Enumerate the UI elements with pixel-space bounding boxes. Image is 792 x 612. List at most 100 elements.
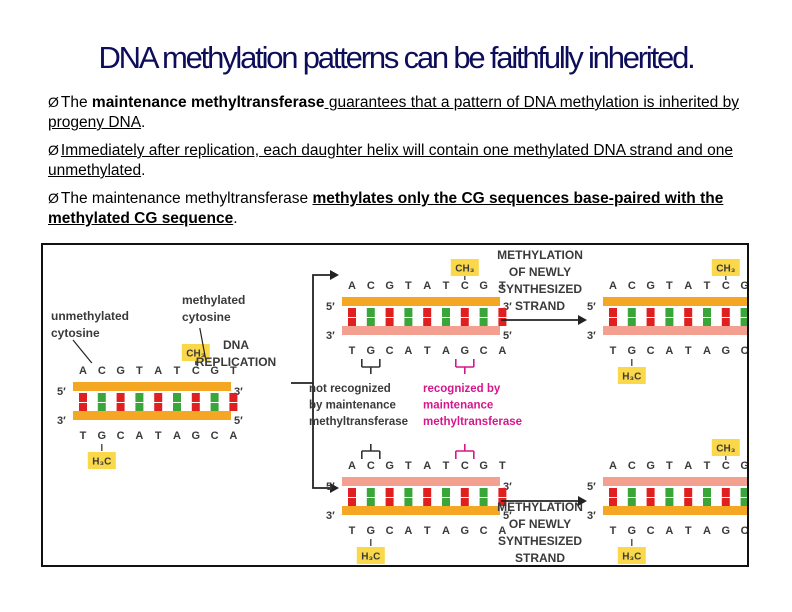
methylated-helix-upper-top-base: A [684, 280, 692, 292]
daughter-helix-upper-base-pair-rung [479, 318, 488, 326]
daughter-helix-lower-bottom-base: C [480, 525, 488, 537]
parental-helix-base-pair-rung [97, 393, 106, 402]
daughter-helix-upper-base-pair-rung [366, 308, 375, 317]
methylated-helix-upper-top-base: T [666, 280, 673, 292]
parental-helix-base-pair-rung [210, 393, 219, 402]
daughter-helix-lower-base-pair-rung [498, 498, 507, 506]
parental-helix-base-pair-rung [191, 403, 200, 411]
parental-helix-bottom-base: A [173, 430, 181, 442]
methylated-helix-upper-ch3-top-box [711, 259, 740, 276]
methylated-helix-upper-top-base: T [704, 280, 711, 292]
methylation-label-upper: OF NEWLY [509, 265, 571, 279]
recognized-bracket [455, 359, 475, 374]
page-title: DNA methylation patterns can be faithful… [98, 40, 695, 75]
parental-helix-bottom-base: G [192, 430, 201, 442]
daughter-helix-upper-base-pair-rung [498, 308, 507, 317]
methylated-helix-upper-base-pair-rung [665, 308, 674, 317]
methylated-helix-upper-base-pair-rung [627, 318, 636, 326]
methylated-helix-upper-bottom-base: G [722, 345, 731, 357]
bullet-text-post: . [141, 114, 146, 131]
daughter-helix-upper-base-pair-rung [460, 318, 469, 326]
methylation-label-lower: SYNTHESIZED [498, 534, 582, 548]
daughter-helix-lower-top-base: T [443, 460, 450, 472]
daughter-helix-upper-bottom-base: G [367, 345, 376, 357]
methylated-helix-lower-bottom-base: T [685, 525, 692, 537]
daughter-helix-lower-base-pair-rung [442, 498, 450, 506]
methylated-helix-lower-top-base: C [722, 460, 730, 472]
methylated-pointer-line [199, 327, 207, 361]
parental-helix-top-base: G [116, 365, 125, 377]
replication-branch-down [312, 383, 331, 489]
parental-helix-bottom-base: A [135, 430, 143, 442]
parental-helix-top-base: C [192, 365, 200, 377]
unmethylated-pointer-line [72, 339, 93, 364]
parental-helix-base-pair-rung [191, 393, 200, 402]
parental-helix-bottom-base: G [98, 430, 107, 442]
daughter-helix-lower-bottom-base: G [461, 525, 470, 537]
not-recognized-label: methyltransferase [309, 416, 408, 428]
not-recognized-label: by maintenance [309, 400, 396, 412]
parental-helix-base-pair-rung [173, 393, 181, 402]
methylated-helix-upper-top-base: C [722, 280, 730, 292]
daughter-helix-upper-bottom-base: A [498, 345, 506, 357]
methylated-helix-upper-bottom-strand [603, 326, 747, 335]
not-recognized-bracket-lower [361, 444, 381, 459]
parental-helix-base-pair-rung [116, 393, 125, 402]
methylated-helix-upper-bottom-base: G [628, 345, 637, 357]
daughter-helix-upper-base-pair-rung [348, 318, 356, 326]
methylated-helix-lower-bottom-base: G [628, 525, 637, 537]
methylated-helix-upper-bottom-base: C [647, 345, 655, 357]
methylated-helix-lower-base-pair-rung [627, 488, 636, 497]
not-recognized-label: not recognized [309, 383, 391, 395]
bullet-text-pre: The maintenance methyltransferase [60, 190, 313, 207]
not-recognized-bracket [361, 359, 381, 374]
methylated-helix-lower-top-base: G [740, 460, 747, 472]
methylated-helix-upper-base-pair-rung [721, 318, 730, 326]
parental-helix-base-pair-rung [116, 403, 125, 411]
methylated-helix-lower-bottom-base: T [610, 525, 617, 537]
daughter-helix-upper-base-pair-rung [423, 308, 432, 317]
methylated-helix-lower-top-base: A [609, 460, 617, 472]
bullet-text-pre: The [60, 94, 92, 111]
methylated-helix-upper-base-pair-rung [684, 308, 693, 317]
methylated-helix-lower-top-base: G [646, 460, 655, 472]
daughter-helix-upper-base-pair-rung [366, 318, 375, 326]
replication-arrowhead-up [330, 270, 339, 280]
daughter-helix-lower-base-pair-rung [479, 498, 488, 506]
daughter-helix-upper-base-pair-rung [385, 308, 394, 317]
daughter-helix-lower-base-pair-rung [460, 498, 469, 506]
methylated-helix-upper-base-pair-rung [646, 308, 655, 317]
parental-helix-base-pair-rung [173, 403, 181, 411]
daughter-helix-lower-base-pair-rung [385, 488, 394, 497]
methylated-helix-upper-base-pair-rung [609, 308, 617, 317]
dna-replication-label: DNA [223, 338, 249, 352]
daughter-helix-upper-bottom-base: A [404, 345, 412, 357]
parental-helix-base-pair-rung [79, 403, 87, 411]
daughter-helix-lower-base-pair-rung [442, 488, 450, 497]
methylated-helix-lower-bottom-base: A [665, 525, 673, 537]
methylation-arrow-upper-head [578, 315, 587, 325]
daughter-helix-upper-base-pair-rung [404, 308, 413, 317]
daughter-helix-lower-base-pair-rung [404, 498, 413, 506]
methylated-helix-lower-base-pair-rung [740, 488, 747, 497]
daughter-helix-upper-base-pair-rung [385, 318, 394, 326]
methylated-helix-lower-top-base: C [628, 460, 636, 472]
daughter-helix-lower-bottom-strand [342, 506, 500, 515]
methylated-helix-lower-base-pair-rung [627, 498, 636, 506]
methylated-helix-lower-end-label: 5′ [587, 481, 596, 493]
daughter-helix-lower-top-base: C [367, 460, 375, 472]
parental-helix-base-pair-rung [97, 403, 106, 411]
parental-helix-base-pair-rung [229, 393, 238, 402]
daughter-helix-upper-end-label: 3′ [503, 301, 512, 313]
daughter-helix-upper-bottom-base: T [349, 345, 356, 357]
daughter-helix-lower-bottom-base: C [386, 525, 394, 537]
daughter-helix-lower-end-label: 5′ [503, 510, 512, 522]
daughter-helix-upper-base-pair-rung [423, 318, 432, 326]
daughter-helix-lower-end-label: 3′ [326, 510, 335, 522]
bullet-text-post: . [141, 162, 146, 179]
daughter-helix-upper-bottom-base: G [461, 345, 470, 357]
methylated-helix-lower-base-pair-rung [703, 488, 711, 497]
parental-helix-h3c-bottom-box [87, 452, 116, 469]
daughter-helix-lower-h3c-bottom-label: H₃C [361, 552, 380, 563]
